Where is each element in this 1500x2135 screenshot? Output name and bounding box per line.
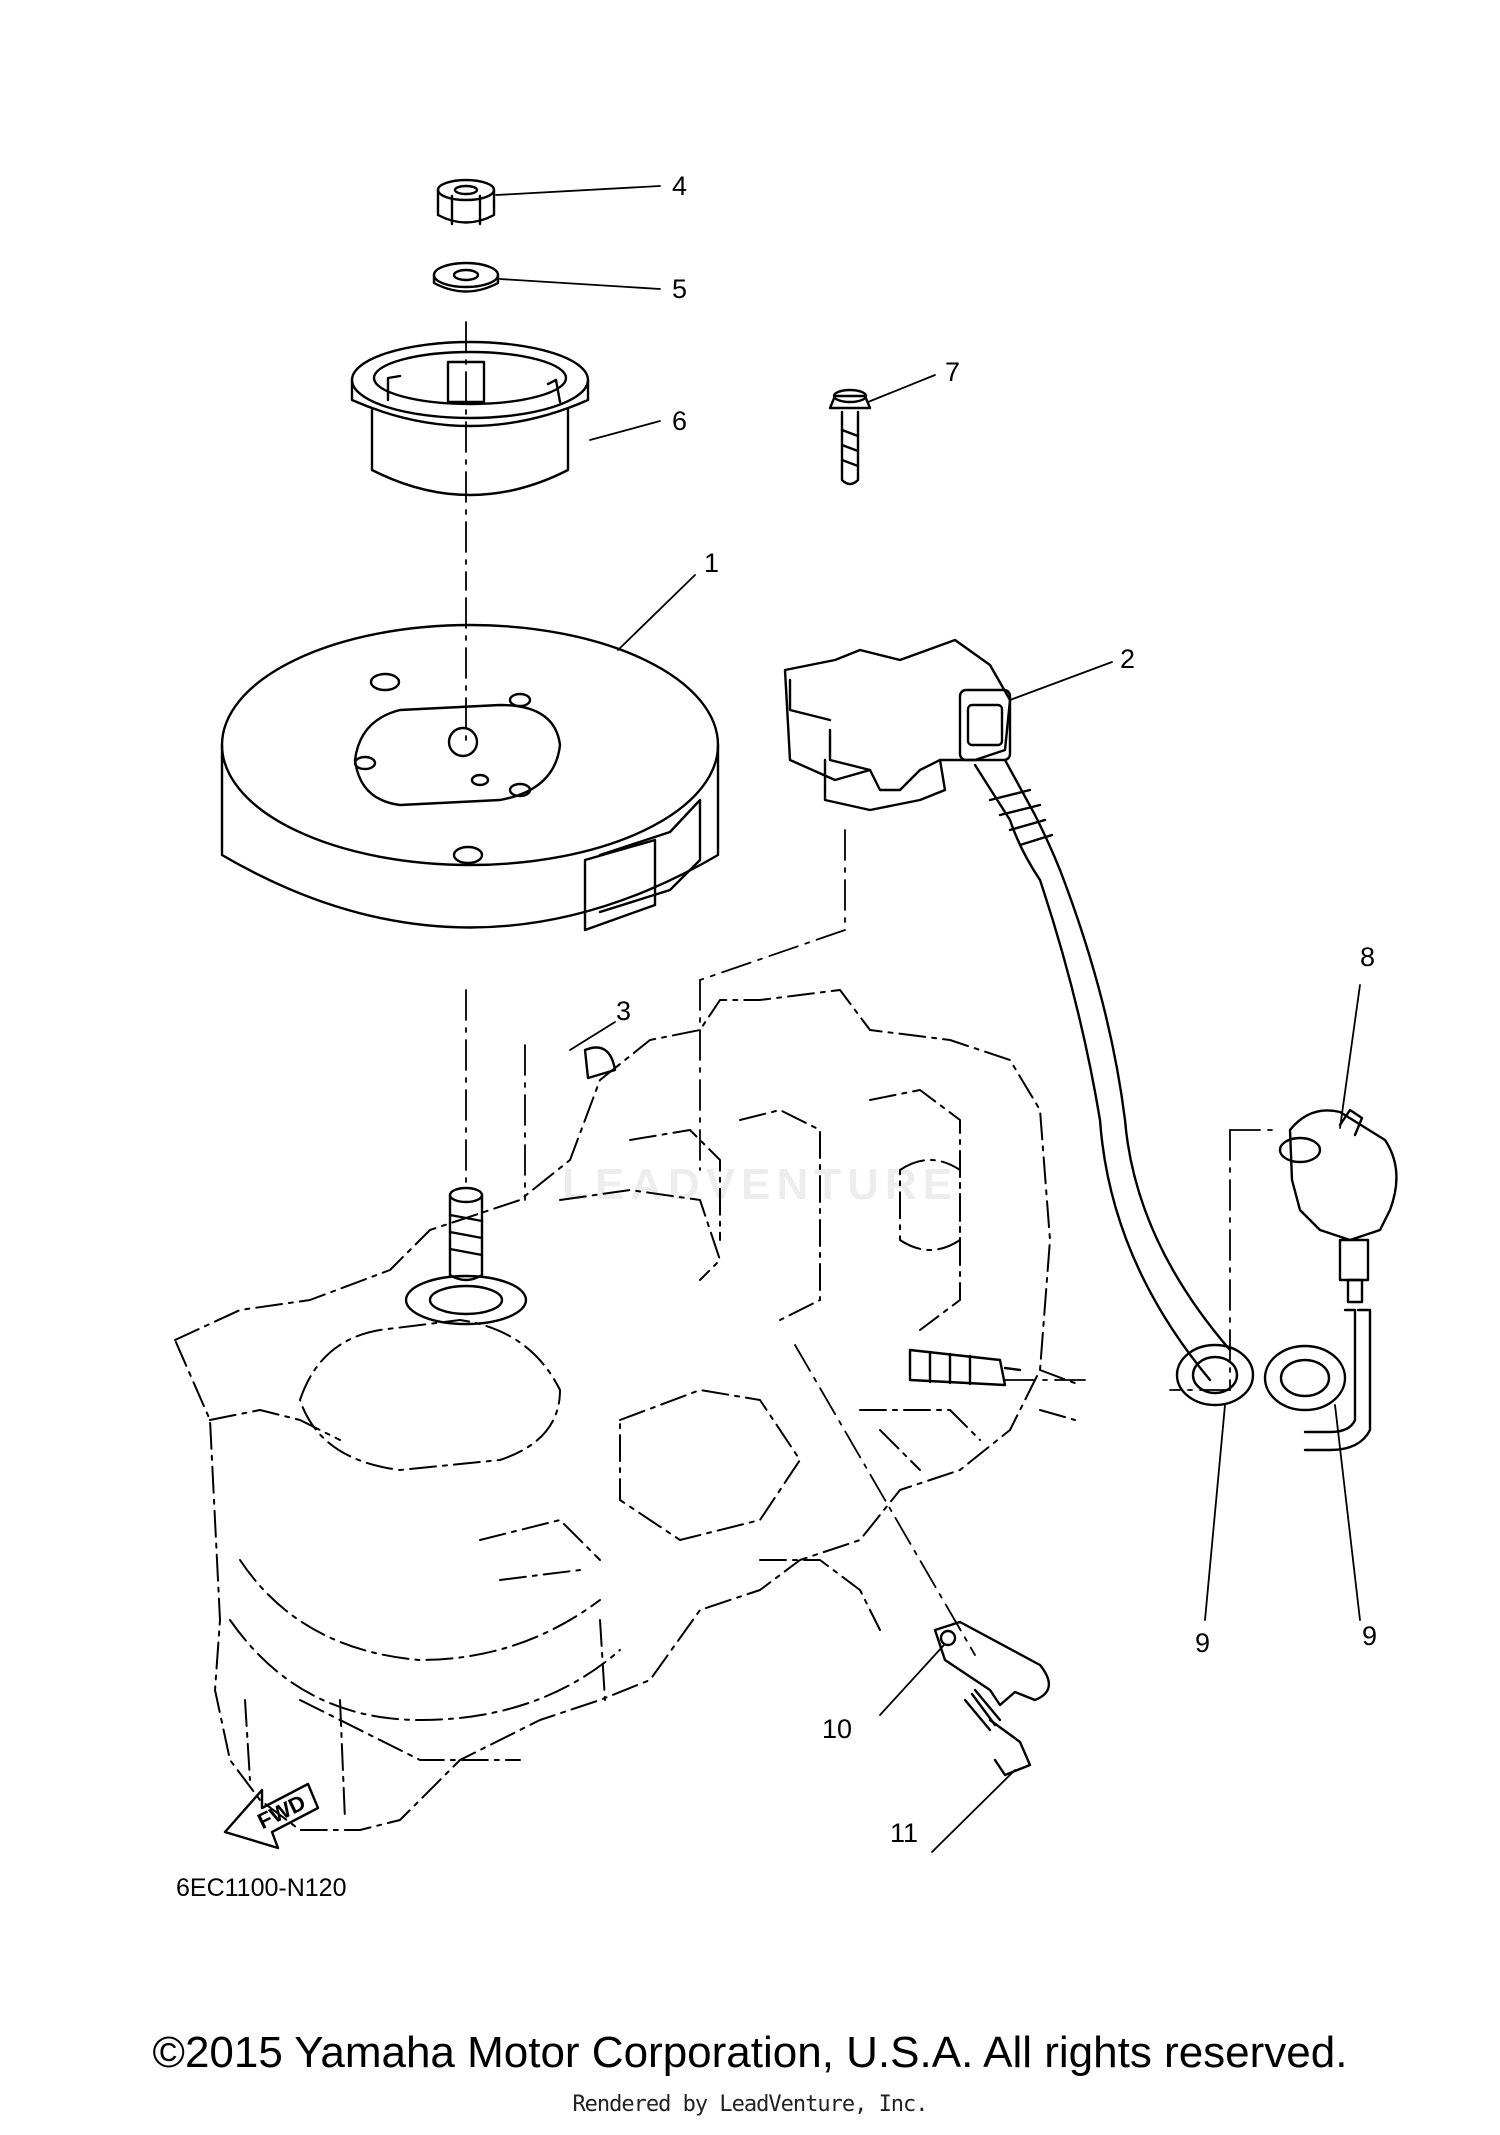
- bolt-part-7[interactable]: [828, 388, 872, 486]
- spark-plug-cap-part[interactable]: [1278, 1108, 1398, 1452]
- callout-9-left: 9: [1195, 1628, 1210, 1658]
- callout-8: 8: [1360, 942, 1375, 972]
- diagram-part-code: 6EC1100-N120: [176, 1874, 346, 1902]
- render-credit: Rendered by LeadVenture, Inc.: [572, 2092, 928, 2117]
- callout-2: 2: [1120, 644, 1135, 674]
- spark-plug-body: [908, 1348, 1022, 1387]
- callout-10: 10: [822, 1714, 852, 1744]
- callout-5: 5: [672, 274, 687, 304]
- screw-part-11[interactable]: [963, 1688, 1032, 1777]
- ignition-coil-part[interactable]: [783, 638, 1232, 1382]
- callout-9-right: 9: [1362, 1621, 1377, 1651]
- flywheel-cover-part[interactable]: [350, 340, 590, 497]
- clamp-part[interactable]: [933, 1620, 1050, 1707]
- grommet-part-left[interactable]: [1175, 1343, 1255, 1407]
- callout-4: 4: [672, 171, 687, 201]
- callout-1: 1: [704, 548, 719, 578]
- watermark: LEADVENTURE: [561, 1160, 959, 1209]
- callout-3: 3: [616, 996, 631, 1026]
- leader-lines: [495, 185, 1361, 1853]
- copyright-notice: ©2015 Yamaha Motor Corporation, U.S.A. A…: [152, 2028, 1348, 2077]
- crankshaft-end: [404, 1186, 528, 1326]
- grommet-part-right[interactable]: [1263, 1344, 1347, 1412]
- flywheel-part[interactable]: [220, 623, 720, 932]
- forward-direction-arrow: [223, 1782, 320, 1850]
- nut-part[interactable]: [436, 178, 496, 226]
- callout-6: 6: [672, 406, 687, 436]
- engine-block-outline: [174, 989, 1081, 1831]
- center-axis-line: [465, 321, 1281, 1656]
- callout-7: 7: [945, 357, 960, 387]
- washer-part[interactable]: [432, 261, 500, 293]
- callout-11: 11: [890, 1818, 918, 1848]
- woodruff-key-part[interactable]: [583, 1046, 617, 1080]
